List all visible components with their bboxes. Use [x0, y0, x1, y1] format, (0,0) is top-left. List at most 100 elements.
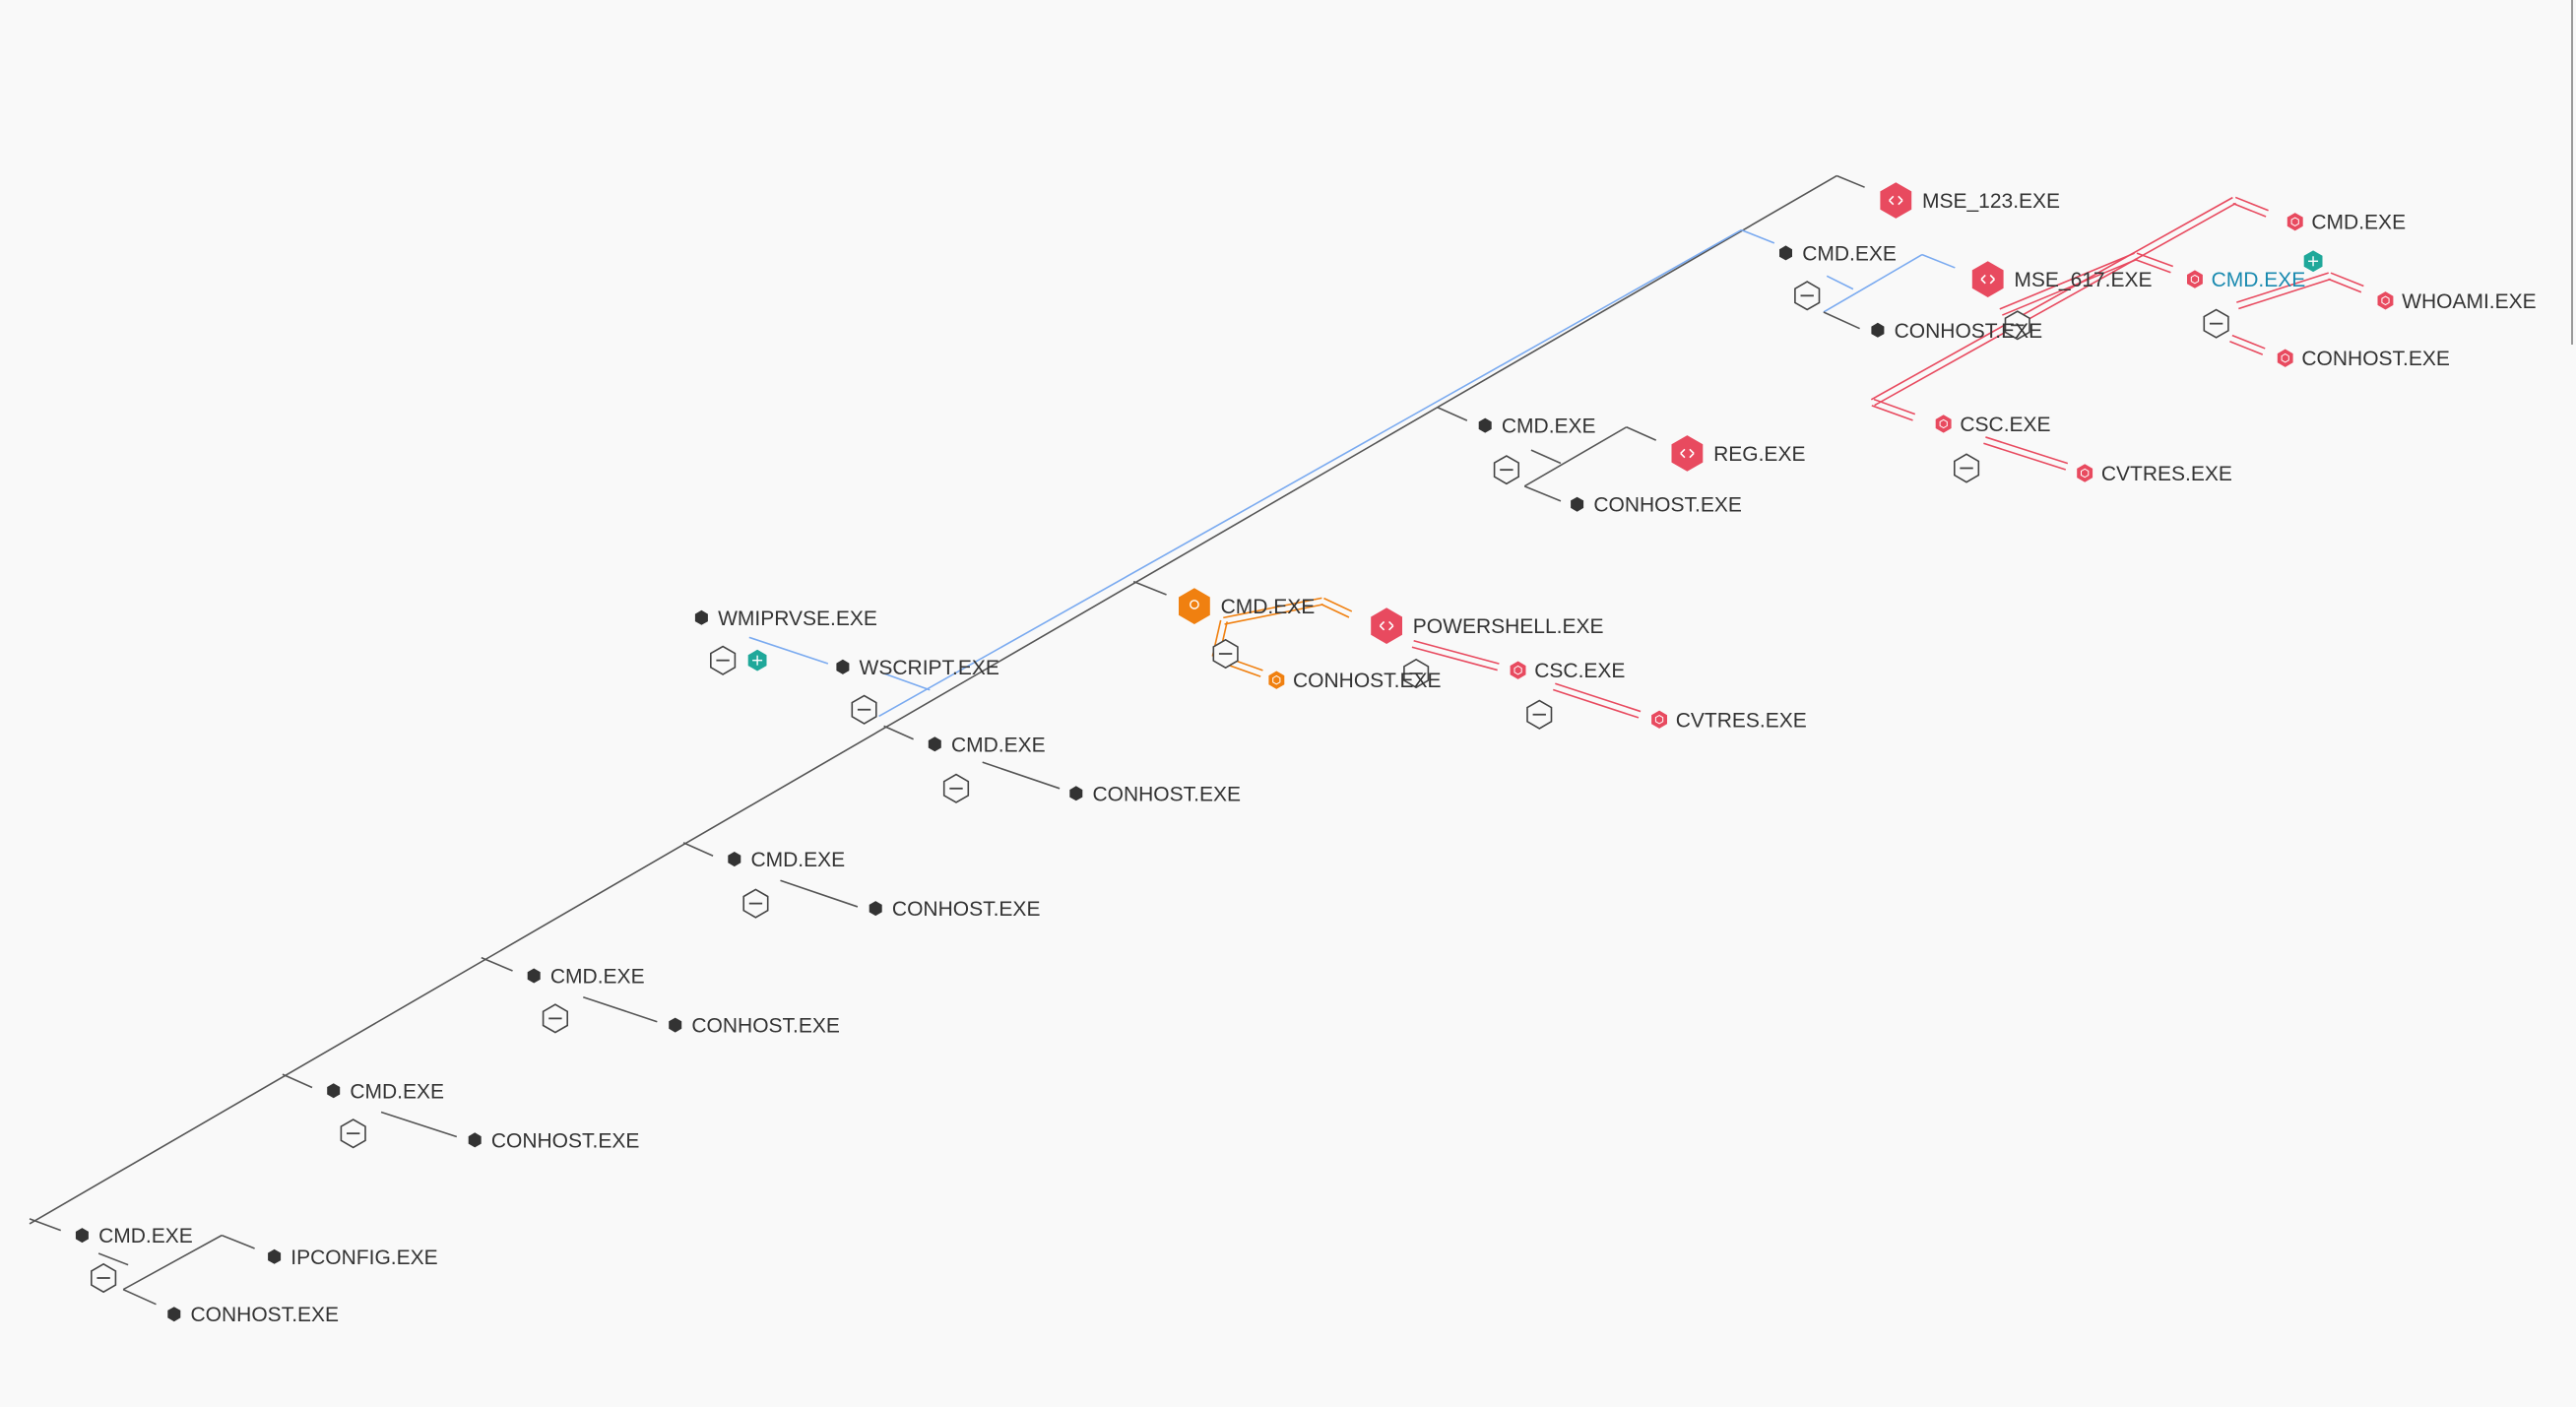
tree-edge-38: [2134, 258, 2171, 274]
process-node-n-csc-top[interactable]: CSC.EXE: [1935, 414, 2051, 436]
tree-edge-22: [1823, 253, 1923, 313]
process-node-n-conhost-orange[interactable]: CONHOST.EXE: [1268, 670, 1442, 692]
tree-edge-42: [1873, 398, 1916, 416]
collapse-minus-icon[interactable]: [1403, 658, 1430, 689]
process-hexagon-icon: [836, 659, 850, 674]
tree-edge-21: [1826, 275, 1854, 290]
tree-edge-39: [2236, 272, 2329, 303]
process-node-n-whoami[interactable]: WHOAMI.EXE: [2377, 290, 2537, 313]
vertical-scrollbar[interactable]: [2571, 0, 2573, 345]
process-node-n-conhost-d[interactable]: CONHOST.EXE: [1069, 783, 1241, 805]
collapse-minus-icon[interactable]: [1493, 455, 1519, 485]
collapse-minus-icon[interactable]: [942, 773, 970, 803]
collapse-minus-icon[interactable]: [91, 1262, 117, 1294]
process-node-n-cmd-b[interactable]: CMD.EXE: [527, 966, 645, 989]
tree-edge-6: [883, 672, 931, 691]
tree-edge-43: [1983, 442, 2067, 471]
process-node-n-wscript[interactable]: WSCRIPT.EXE: [836, 657, 999, 679]
collapse-minus-icon[interactable]: [1954, 453, 1980, 483]
process-label: IPCONFIG.EXE: [290, 1247, 437, 1269]
process-node-n-cmd-highlight[interactable]: CMD.EXE: [2187, 269, 2305, 291]
process-label: CSC.EXE: [1534, 660, 1625, 682]
process-label: CONHOST.EXE: [691, 1015, 840, 1038]
process-label: CONHOST.EXE: [1593, 494, 1742, 517]
tree-edge-5: [1132, 580, 1167, 596]
alert-small-hexagon-icon: [1510, 661, 1526, 679]
tree-edge-33: [1411, 646, 1498, 672]
process-node-n-cmd-a[interactable]: CMD.EXE: [327, 1080, 444, 1103]
process-node-n-wmiprvse[interactable]: WMIPRVSE.EXE: [694, 608, 877, 630]
process-node-n-cvtres-mid[interactable]: CVTRES.EXE: [1651, 709, 1807, 732]
collapse-minus-icon[interactable]: [1526, 699, 1553, 730]
process-node-n-conhost-c[interactable]: CONHOST.EXE: [869, 898, 1041, 921]
tree-edge-27: [1626, 426, 1657, 441]
collapse-minus-icon[interactable]: [742, 888, 769, 919]
tree-edge-10: [481, 956, 513, 972]
tree-edge-38: [2136, 252, 2173, 268]
tree-edge-11: [282, 1073, 313, 1089]
process-label: CMD.EXE: [550, 966, 645, 989]
warning-small-hexagon-icon: [1268, 671, 1285, 689]
process-hexagon-icon: [527, 968, 541, 984]
process-node-n-cmd-e[interactable]: CMD.EXE: [1478, 416, 1596, 438]
process-node-n-conhost-f[interactable]: CONHOST.EXE: [1871, 320, 2042, 343]
collapse-minus-icon[interactable]: [2004, 310, 2030, 341]
process-node-n-cmd-top[interactable]: CMD.EXE: [2286, 212, 2406, 234]
collapse-minus-icon[interactable]: [340, 1119, 366, 1149]
alert-small-hexagon-icon: [1935, 415, 1952, 433]
process-node-n-conhost-e[interactable]: CONHOST.EXE: [1571, 494, 1742, 517]
alert-small-hexagon-icon: [2286, 213, 2303, 231]
process-node-n-cvtres-top[interactable]: CVTRES.EXE: [2077, 463, 2232, 485]
expand-plus-icon[interactable]: [747, 649, 767, 672]
process-label: MSE_617.EXE: [2014, 269, 2152, 291]
tree-edge-29: [1224, 604, 1323, 625]
collapse-minus-icon[interactable]: [1212, 638, 1239, 670]
process-node-n-cmd-bottom[interactable]: CMD.EXE: [75, 1225, 193, 1247]
process-hexagon-icon: [1571, 496, 1584, 512]
collapse-minus-icon[interactable]: [1794, 281, 1821, 311]
tree-edge-16: [122, 1288, 157, 1306]
tree-edge-14: [122, 1234, 223, 1291]
process-label: REG.EXE: [1713, 443, 1805, 466]
process-node-n-mse617[interactable]: MSE_617.EXE: [1971, 261, 2153, 297]
process-hexagon-icon: [869, 901, 882, 917]
process-hexagon-icon: [1871, 322, 1885, 338]
process-node-n-cmd-orange[interactable]: CMD.EXE: [1179, 588, 1315, 624]
tree-edge-30: [1323, 597, 1353, 612]
process-node-n-powershell[interactable]: POWERSHELL.EXE: [1371, 608, 1604, 644]
process-node-n-cmd-f[interactable]: CMD.EXE: [1779, 242, 1897, 265]
process-node-n-csc-mid[interactable]: CSC.EXE: [1510, 660, 1626, 682]
tree-edge-25: [1530, 449, 1562, 465]
collapse-minus-icon[interactable]: [851, 694, 877, 725]
process-label: MSE_123.EXE: [1922, 190, 2060, 213]
process-hexagon-icon: [468, 1132, 482, 1148]
process-node-n-conhost-top[interactable]: CONHOST.EXE: [2277, 348, 2450, 370]
tree-edge-35: [1870, 196, 2233, 401]
collapse-minus-icon[interactable]: [542, 1003, 569, 1034]
process-node-n-conhost-b[interactable]: CONHOST.EXE: [669, 1015, 840, 1038]
process-label: CONHOST.EXE: [1895, 320, 2043, 343]
process-tree-controls: [91, 250, 2323, 1294]
tree-edge-40: [2330, 272, 2364, 288]
process-node-n-conhost-a[interactable]: CONHOST.EXE: [468, 1129, 640, 1152]
process-hexagon-icon: [327, 1083, 341, 1099]
tree-edge-35: [1874, 202, 2236, 407]
process-node-n-conhost-bottom[interactable]: CONHOST.EXE: [167, 1304, 339, 1326]
alert-small-hexagon-icon: [2187, 270, 2203, 288]
collapse-minus-icon[interactable]: [2203, 308, 2229, 339]
tree-edge-3: [1741, 228, 1775, 244]
collapse-minus-icon[interactable]: [709, 645, 737, 675]
process-node-n-cmd-d[interactable]: CMD.EXE: [928, 734, 1046, 756]
tree-edge-17: [380, 1111, 458, 1138]
process-node-n-cmd-c[interactable]: CMD.EXE: [728, 849, 845, 871]
process-node-n-mse123[interactable]: MSE_123.EXE: [1880, 182, 2060, 219]
expand-plus-icon[interactable]: [2303, 250, 2323, 273]
process-label: CMD.EXE: [951, 734, 1046, 756]
process-hexagon-icon: [1478, 417, 1492, 433]
process-label: CONHOST.EXE: [892, 898, 1041, 921]
process-node-n-ipconfig[interactable]: IPCONFIG.EXE: [268, 1247, 438, 1269]
process-node-n-reg[interactable]: REG.EXE: [1671, 435, 1806, 472]
process-label: CONHOST.EXE: [191, 1304, 340, 1326]
tree-edge-4: [1437, 407, 1468, 421]
